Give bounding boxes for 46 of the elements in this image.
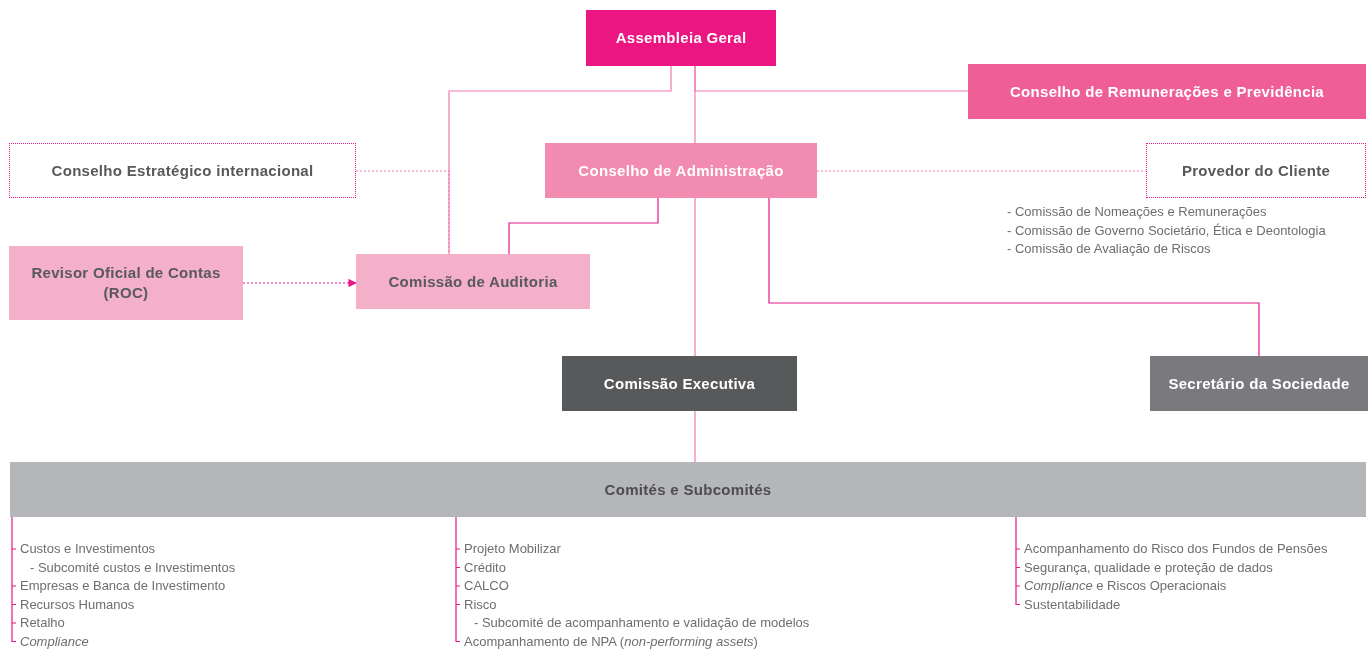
box-label: Conselho de Administração bbox=[578, 160, 784, 181]
list-item: Segurança, qualidade e proteção de dados bbox=[1024, 558, 1273, 577]
list-item: Crédito bbox=[464, 558, 506, 577]
connector-line bbox=[694, 65, 696, 144]
box-label: Provedor do Cliente bbox=[1181, 160, 1331, 181]
list-item: Acompanhamento do Risco dos Fundos de Pensões bbox=[1024, 540, 1328, 558]
list-item: Retalho bbox=[20, 614, 65, 632]
org-box bbox=[562, 356, 797, 411]
list-item: - Subcomité de acompanhamento e validação de modelos bbox=[473, 614, 810, 632]
org-box bbox=[9, 246, 243, 320]
list-item: Risco bbox=[464, 595, 497, 614]
list-item: Empresas e Banca de Investimento bbox=[20, 577, 226, 595]
box-label: Conselho de Remunerações e Previdência bbox=[1010, 81, 1324, 102]
connector-line bbox=[355, 170, 450, 255]
list-item: Compliance bbox=[20, 632, 89, 649]
list-item: - Comissão de Governo Societário, Ética e Deontologia bbox=[1007, 221, 1326, 240]
box-label: Comissão de Auditoria bbox=[388, 271, 558, 292]
list-item: - Comissão de Avaliação de Riscos bbox=[1007, 240, 1211, 258]
box-label: Revisor Oficial de Contas (ROC) bbox=[30, 263, 222, 303]
connector-line bbox=[448, 65, 672, 255]
list-item: Projeto Mobilizar bbox=[464, 540, 561, 558]
list-item: Acompanhamento de NPA (non-performing assets) bbox=[464, 632, 758, 649]
box-label: Comissão Executiva bbox=[603, 373, 756, 394]
connector-line bbox=[508, 197, 659, 255]
box-label: Conselho Estratégico internacional bbox=[51, 160, 314, 181]
org-box bbox=[9, 143, 356, 198]
org-box bbox=[356, 254, 590, 309]
box-label: Comités e Subcomités bbox=[604, 479, 772, 500]
org-box bbox=[1146, 143, 1366, 198]
list-item: - Comissão de Nomeações e Remunerações bbox=[1007, 203, 1267, 221]
list-item: Compliance e Riscos Operacionais bbox=[1024, 577, 1227, 595]
org-box bbox=[586, 10, 776, 66]
header-bar bbox=[10, 462, 1366, 517]
connector-line bbox=[768, 197, 1260, 357]
list-item: - Subcomité custos e Investimentos bbox=[29, 558, 236, 577]
box-label: Assembleia Geral bbox=[615, 28, 747, 48]
list-item: CALCO bbox=[464, 577, 509, 595]
list-item: Recursos Humanos bbox=[20, 595, 135, 614]
list-item: Sustentabilidade bbox=[1024, 595, 1121, 614]
connector-line bbox=[694, 197, 696, 357]
connector-line bbox=[694, 410, 696, 463]
org-box bbox=[545, 143, 817, 198]
org-box bbox=[968, 64, 1366, 119]
org-box bbox=[1150, 356, 1368, 411]
list-item: Custos e Investimentos bbox=[20, 540, 156, 558]
box-label: Secretário da Sociedade bbox=[1168, 373, 1350, 394]
